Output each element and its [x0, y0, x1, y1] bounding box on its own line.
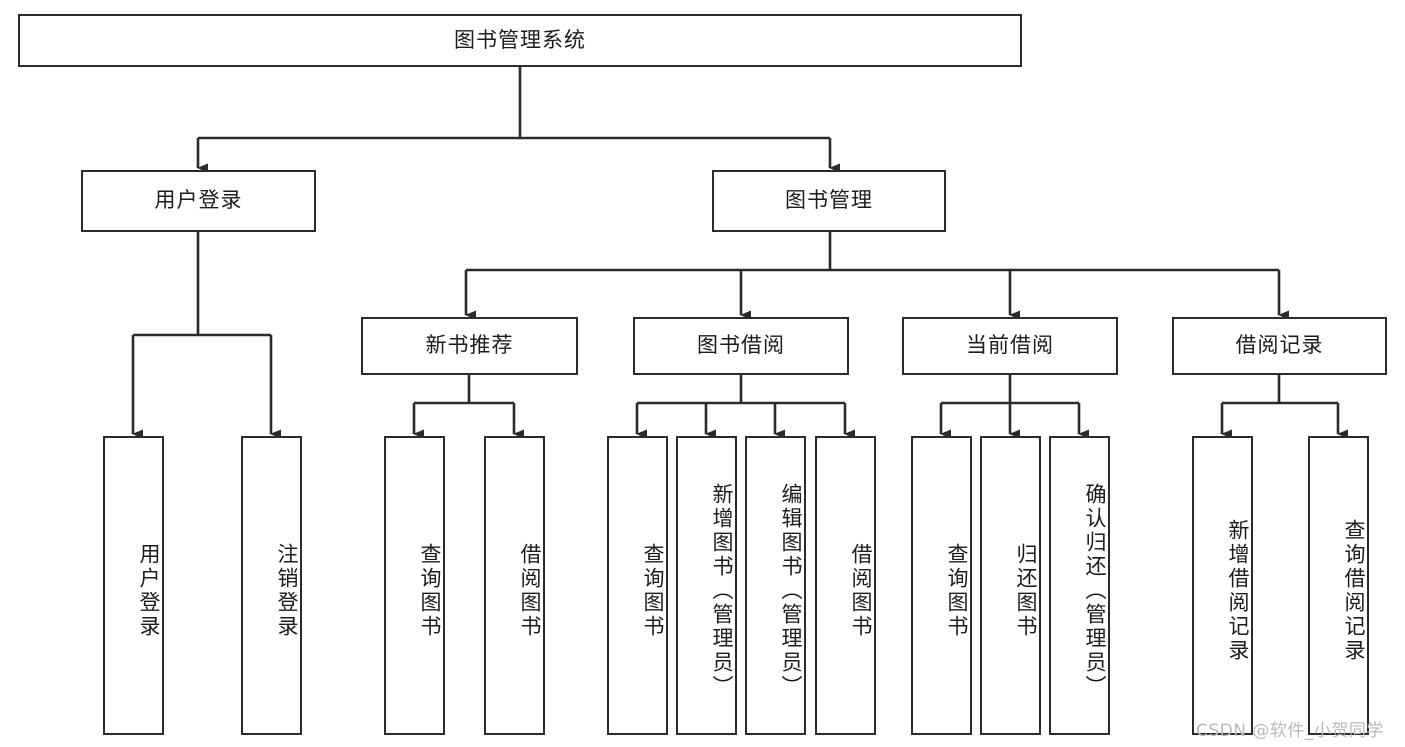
watermark: CSDN @软件_小贺同学	[1196, 721, 1384, 741]
node-leaf-borrow-book-2-label: 借阅图书	[849, 542, 873, 639]
node-leaf-query-record-label: 查询借阅记录	[1342, 518, 1366, 663]
node-new-book-rec[interactable]: 新书推荐	[361, 317, 578, 375]
node-leaf-borrow-book-1[interactable]: 借阅图书	[484, 436, 545, 735]
node-leaf-borrow-book-1-label: 借阅图书	[518, 542, 542, 639]
node-user-login-label: 用户登录	[154, 188, 243, 213]
node-leaf-user-login-label: 用户登录	[137, 542, 161, 639]
node-leaf-confirm-return-label: 确认归还（管理员）	[1083, 482, 1107, 699]
node-borrow-record-label: 借阅记录	[1235, 333, 1324, 358]
node-leaf-borrow-book-2[interactable]: 借阅图书	[815, 436, 876, 735]
node-root-label: 图书管理系统	[454, 27, 586, 52]
node-leaf-query-book-1[interactable]: 查询图书	[384, 436, 445, 735]
node-leaf-return-book[interactable]: 归还图书	[980, 436, 1041, 735]
node-leaf-edit-book[interactable]: 编辑图书（管理员）	[745, 436, 806, 735]
node-book-manage-label: 图书管理	[785, 188, 873, 213]
node-leaf-edit-book-label: 编辑图书（管理员）	[779, 482, 803, 699]
node-leaf-add-book[interactable]: 新增图书（管理员）	[676, 436, 737, 735]
node-book-borrow[interactable]: 图书借阅	[633, 317, 849, 375]
node-leaf-logout-label: 注销登录	[275, 542, 299, 639]
node-book-borrow-label: 图书借阅	[697, 333, 785, 358]
node-root[interactable]: 图书管理系统	[18, 14, 1022, 67]
node-leaf-query-book-3-label: 查询图书	[945, 542, 969, 639]
node-leaf-add-record[interactable]: 新增借阅记录	[1192, 436, 1253, 735]
node-user-login[interactable]: 用户登录	[81, 170, 316, 232]
node-leaf-user-login[interactable]: 用户登录	[103, 436, 164, 735]
node-leaf-confirm-return[interactable]: 确认归还（管理员）	[1049, 436, 1110, 735]
node-leaf-query-book-3[interactable]: 查询图书	[911, 436, 972, 735]
node-leaf-logout[interactable]: 注销登录	[241, 436, 302, 735]
node-leaf-return-book-label: 归还图书	[1014, 542, 1038, 639]
node-leaf-query-book-1-label: 查询图书	[418, 542, 442, 639]
node-leaf-query-record[interactable]: 查询借阅记录	[1308, 436, 1369, 735]
node-borrow-record[interactable]: 借阅记录	[1172, 317, 1387, 375]
node-current-borrow-label: 当前借阅	[966, 333, 1054, 358]
node-leaf-add-record-label: 新增借阅记录	[1226, 518, 1250, 663]
node-book-manage[interactable]: 图书管理	[712, 170, 946, 232]
node-current-borrow[interactable]: 当前借阅	[902, 317, 1118, 375]
node-leaf-query-book-2[interactable]: 查询图书	[607, 436, 668, 735]
node-leaf-add-book-label: 新增图书（管理员）	[710, 482, 734, 699]
node-leaf-query-book-2-label: 查询图书	[641, 542, 665, 639]
node-new-book-rec-label: 新书推荐	[425, 333, 514, 358]
